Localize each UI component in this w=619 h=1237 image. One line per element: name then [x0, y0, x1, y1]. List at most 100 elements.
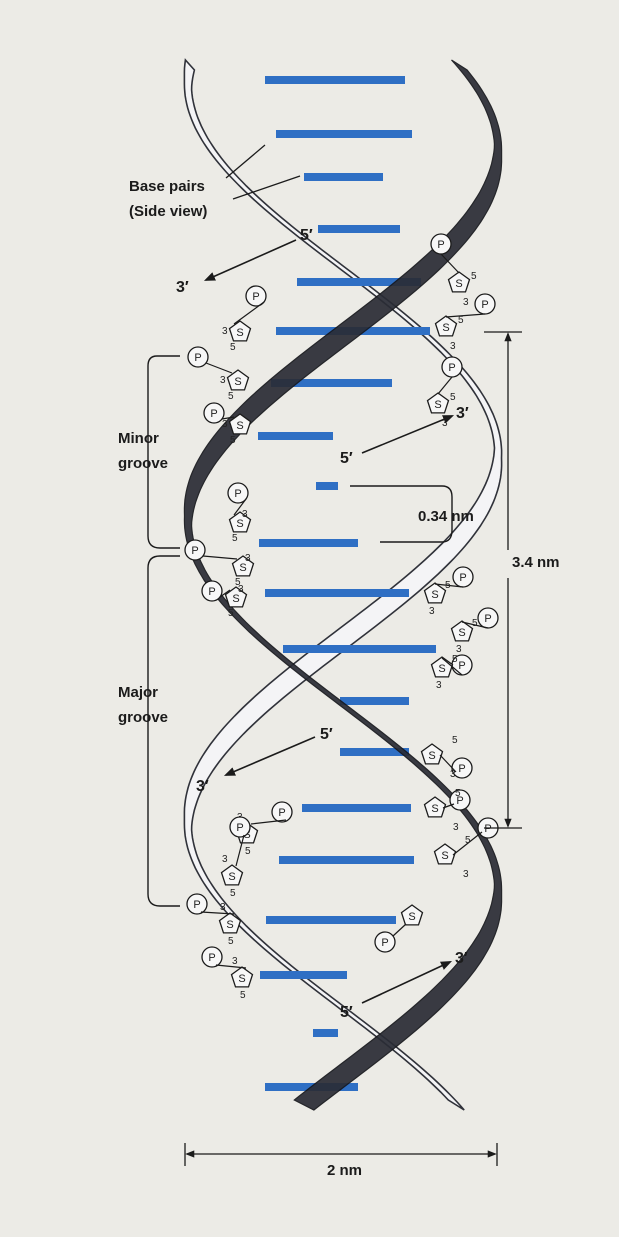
phosphate-symbol: P: [430, 233, 452, 255]
svg-text:S: S: [236, 327, 243, 339]
backbone-strand-front: [183, 59, 503, 1111]
svg-text:S: S: [458, 627, 465, 639]
base-pair-bar: [276, 130, 412, 138]
phosphate-symbol: P: [441, 356, 463, 378]
carbon-number: 3: [238, 584, 244, 595]
svg-text:P: P: [481, 299, 488, 311]
three-prime-label-1: 3′: [176, 279, 189, 296]
pitch-text: 3.4 nm: [512, 554, 560, 571]
carbon-number: 5: [450, 392, 456, 403]
major-groove-annotation: Major groove: [118, 555, 180, 907]
strand-a-ribbon: [183, 59, 503, 1111]
base-pair-bar: [283, 645, 436, 653]
svg-text:S: S: [226, 919, 233, 931]
svg-text:P: P: [194, 352, 201, 364]
carbon-number: 3: [436, 680, 442, 691]
direction-arrow-3: [223, 736, 316, 776]
sugar-symbol: S: [450, 620, 474, 642]
carbon-number: 3: [222, 854, 228, 865]
sugar-symbol: S: [228, 413, 252, 435]
base-pair-bar: [313, 1029, 338, 1037]
svg-text:S: S: [239, 562, 246, 574]
base-pair-bar: [259, 539, 358, 547]
svg-text:P: P: [208, 952, 215, 964]
carbon-number: 3: [220, 902, 226, 913]
bond-line: [461, 621, 489, 629]
bond-line: [442, 803, 455, 809]
sugar-symbol: S: [224, 586, 248, 608]
carbon-number: 5: [471, 271, 477, 282]
bond-line: [439, 754, 457, 773]
bond-line: [233, 498, 247, 516]
carbon-number: 3: [245, 553, 251, 564]
carbon-number: 3: [463, 297, 469, 308]
svg-text:P: P: [458, 660, 465, 672]
sugar-symbol: S: [434, 315, 458, 337]
sugar-symbol: S: [218, 912, 242, 934]
sugar-symbol: S: [447, 271, 471, 293]
bond-line: [437, 376, 453, 395]
minor-groove-text-1: Minor: [118, 430, 159, 447]
rise-text: 0.34 nm: [418, 508, 474, 525]
minor-groove-annotation: Minor groove: [118, 355, 180, 549]
phosphate-symbol: P: [186, 893, 208, 915]
svg-text:S: S: [428, 750, 435, 762]
svg-text:P: P: [459, 572, 466, 584]
bond-line: [452, 831, 483, 856]
base-pair-bar: [260, 971, 347, 979]
phosphate-symbol: P: [187, 346, 209, 368]
sugar-symbol: S: [228, 511, 252, 533]
phosphate-symbol: P: [449, 789, 471, 811]
minor-groove-bracket: [147, 355, 180, 549]
bond-line: [200, 911, 235, 915]
svg-text:P: P: [210, 408, 217, 420]
sugar-symbol: S: [420, 743, 444, 765]
svg-text:S: S: [228, 871, 235, 883]
phosphate-symbol: P: [201, 580, 223, 602]
three-prime-label-4: 3′: [455, 950, 468, 967]
phosphate-symbol: P: [229, 816, 251, 838]
direction-arrow-4: [361, 961, 453, 1004]
pitch-annotation: 3.4 nm: [484, 331, 560, 829]
svg-text:P: P: [236, 822, 243, 834]
phosphate-symbol: P: [245, 285, 267, 307]
svg-text:S: S: [442, 322, 449, 334]
svg-text:S: S: [438, 663, 445, 675]
svg-text:P: P: [278, 807, 285, 819]
sugar-symbol: S: [226, 369, 250, 391]
bond-line: [440, 253, 460, 274]
backbone-strand-rear: [183, 58, 503, 1111]
sugar-symbol: S: [220, 864, 244, 886]
major-groove-bracket: [147, 555, 180, 907]
bond-line: [219, 589, 231, 598]
sugar-symbol: S: [400, 904, 424, 926]
carbon-number: 5: [445, 580, 451, 591]
bond-line: [250, 819, 287, 825]
bond-line: [434, 583, 464, 588]
width-annotation: 2 nm: [184, 1143, 498, 1179]
svg-text:S: S: [431, 803, 438, 815]
base-pair-bar: [340, 748, 409, 756]
base-pair-bar: [266, 916, 396, 924]
phosphate-symbol: P: [374, 931, 396, 953]
bond-line: [392, 923, 407, 937]
base-pair-bar: [340, 697, 409, 705]
svg-text:S: S: [236, 420, 243, 432]
base-pairs-leader-2: [232, 175, 301, 200]
five-prime-label-4: 5′: [340, 1004, 353, 1021]
width-text: 2 nm: [327, 1162, 362, 1179]
carbon-number: 5: [232, 533, 238, 544]
sugar-symbol: S: [426, 392, 450, 414]
phosphate-symbol: P: [474, 293, 496, 315]
svg-text:P: P: [456, 795, 463, 807]
bond-line: [221, 416, 235, 420]
base-pair-bar: [297, 278, 421, 286]
carbon-number: 3: [232, 956, 238, 967]
sugar-symbol: S: [430, 656, 454, 678]
sugar-symbol: S: [423, 796, 447, 818]
svg-text:P: P: [484, 823, 491, 835]
base-pair-bar: [265, 76, 405, 84]
minor-groove-text-2: groove: [118, 455, 168, 472]
phosphate-symbol: P: [227, 482, 249, 504]
